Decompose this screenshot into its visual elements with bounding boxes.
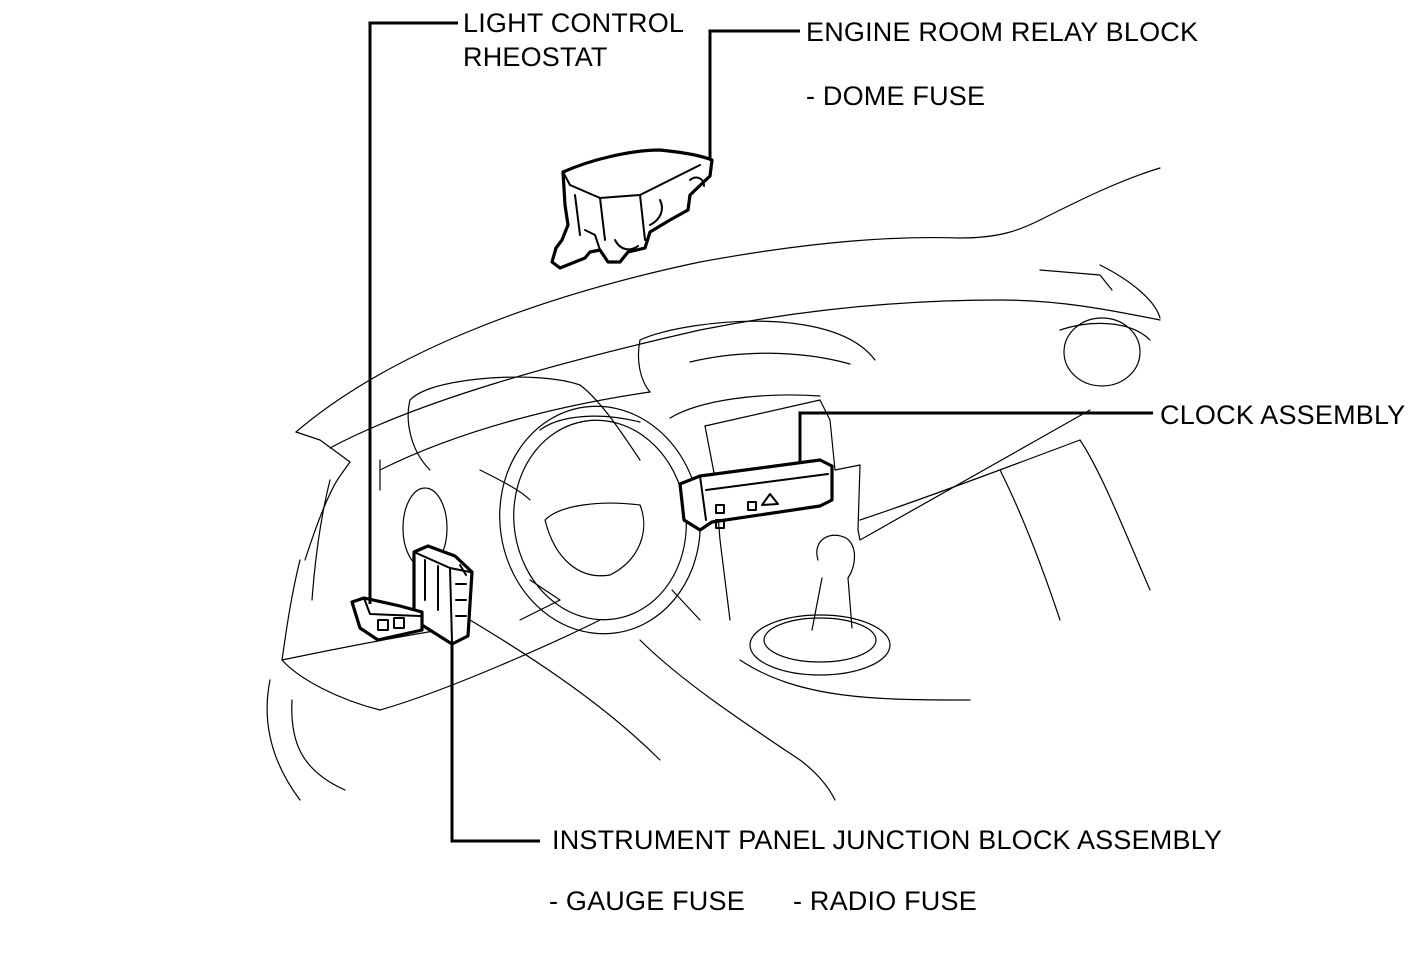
label-engine-room-relay-block: ENGINE ROOM RELAY BLOCK [806,17,1199,47]
label-instrument-panel-junction-block: INSTRUMENT PANEL JUNCTION BLOCK ASSEMBLY [552,825,1223,855]
label-light-control-rheostat-line1: LIGHT CONTROL [463,8,685,38]
leader-clock-assembly [798,411,1153,462]
label-clock-assembly: CLOCK ASSEMBLY [1160,400,1406,430]
leader-light-control-rheostat [368,21,458,604]
dashboard-outline [266,167,1161,801]
clock-assembly-part [678,458,834,532]
label-dome-fuse: - DOME FUSE [806,81,986,111]
leader-instrument-panel-junction-block [450,642,540,843]
leader-engine-room-relay-block [708,29,800,160]
label-radio-fuse: - RADIO FUSE [793,886,977,916]
label-gauge-fuse: - GAUGE FUSE [549,886,745,916]
label-light-control-rheostat-line2: RHEOSTAT [463,42,608,72]
light-control-rheostat-part [350,596,424,642]
engine-room-relay-block-part [550,148,714,270]
leader-lines [368,21,1153,843]
